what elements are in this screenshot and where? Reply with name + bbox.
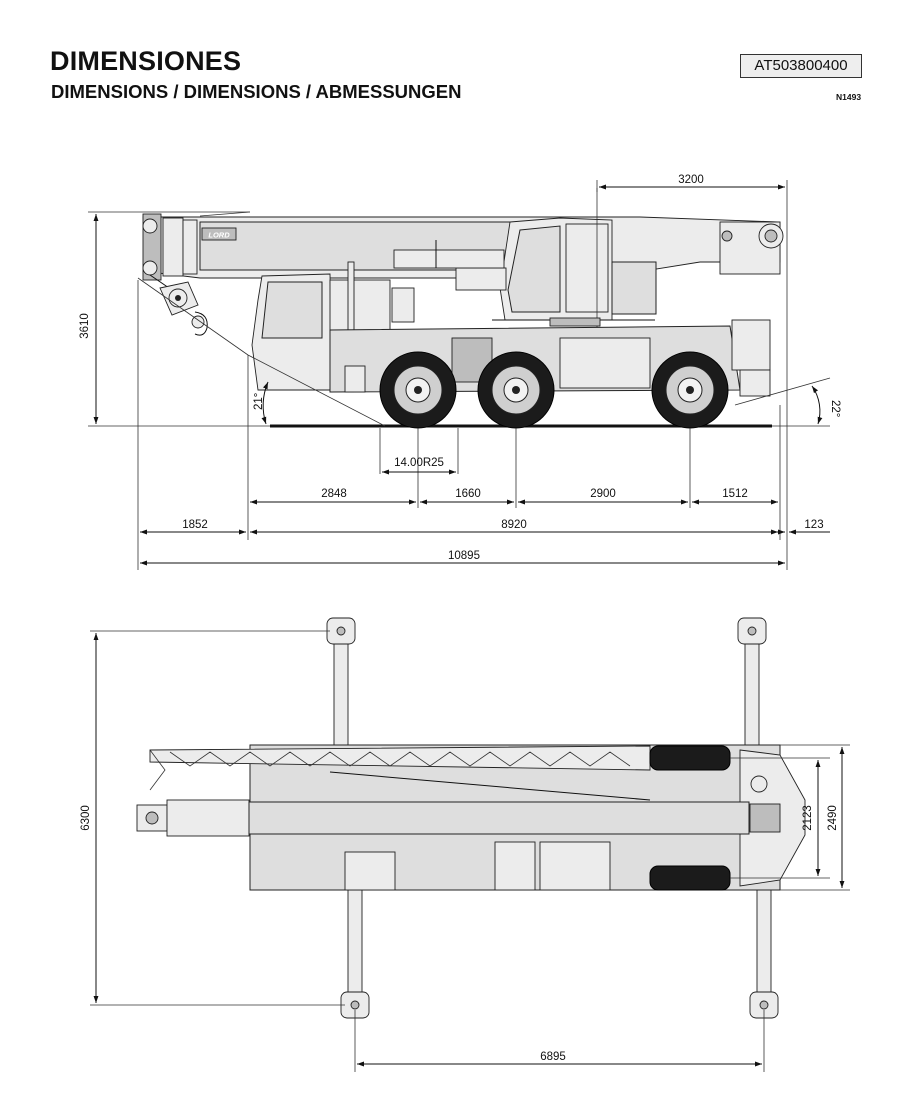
wheel-axle-3 (651, 351, 729, 429)
dim-front-overhang-label: 1852 (182, 519, 208, 531)
dim-height-label: 3610 (79, 313, 91, 339)
dim-cab-to-rear-label: 3200 (678, 174, 704, 186)
outrigger-front-right-beam (347, 889, 363, 1001)
outrigger-rear-left-beam (744, 639, 760, 751)
hook-block (149, 274, 208, 336)
tire-size-label: 14.00R25 (394, 457, 444, 469)
lattice-jib (149, 745, 651, 801)
dim-axle2-to-axle3-label: 2900 (590, 488, 616, 500)
dim-axle1-to-axle2-label: 1660 (455, 488, 481, 500)
dim-outrigger-width-label: 6300 (80, 805, 92, 831)
dim-total-length-label: 10895 (448, 550, 480, 562)
wheel-axle-2 (477, 351, 555, 429)
approach-angle-label: 21° (253, 393, 265, 410)
outrigger-pads (326, 617, 779, 1019)
side-view: LORD (79, 174, 841, 570)
dim-rear-overhang-label: 123 (804, 519, 823, 531)
reference-code: N1493 (836, 92, 862, 102)
tire-top-left (649, 745, 731, 771)
boom-logo (201, 227, 237, 241)
superstructure-side (393, 188, 657, 345)
top-view: 6300 2123 2490 6895 (80, 617, 850, 1072)
main-boom-top (136, 799, 781, 837)
outrigger-front-left-beam (333, 639, 349, 751)
boom-logo-text: LORD (208, 231, 230, 240)
wheel-axle-1 (379, 351, 457, 429)
dim-outrigger-length-label: 6895 (540, 1051, 566, 1063)
outrigger-rear-right-beam (756, 889, 772, 1001)
page-subtitle: DIMENSIONS / DIMENSIONS / ABMESSUNGEN (51, 81, 462, 102)
page-title: DIMENSIONES (50, 46, 242, 76)
departure-angle-line (734, 377, 831, 406)
approach-angle-line (247, 354, 386, 427)
dim-track-width-label: 2123 (802, 805, 814, 831)
dim-front-to-axle1-label: 2848 (321, 488, 347, 500)
model-code-badge: AT503800400 (740, 54, 862, 78)
departure-angle-label: 22° (829, 400, 841, 417)
dim-chassis-length-label: 8920 (501, 519, 527, 531)
carrier-cab (251, 261, 415, 393)
dim-axle3-to-rear-label: 1512 (722, 488, 748, 500)
tire-top-right (649, 865, 731, 891)
dim-overall-width-label: 2490 (827, 805, 839, 831)
